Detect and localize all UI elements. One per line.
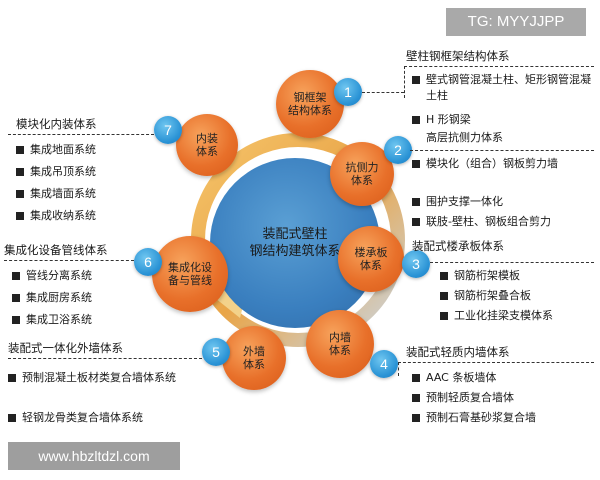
group-1-item-3: 高层抗侧力体系 [426, 131, 503, 144]
node-5-label: 外墙 体系 [243, 345, 265, 371]
node-2-label: 抗侧力 体系 [345, 161, 379, 187]
group-5-item-1: 预制混凝土板材类复合墙体系统 [8, 370, 198, 386]
node-3-number: 3 [402, 250, 430, 278]
node-6-circle: 集成化设 备与管线 [152, 236, 228, 312]
group-4-connector [398, 362, 399, 376]
group-6-item-3: 集成卫浴系统 [12, 312, 152, 328]
group-4-divider [398, 362, 594, 363]
group-1-divider [404, 66, 594, 67]
node-4-label: 内墙 体系 [329, 331, 351, 357]
group-1-item-2: H 形钢梁 [412, 112, 594, 128]
node-7-circle: 内装 体系 [176, 114, 238, 176]
group-5-item-2: 轻钢龙骨类复合墙体系统 [8, 410, 198, 426]
group-2-divider [410, 150, 594, 151]
group-2-item-1: 模块化（组合）钢板剪力墙 [412, 156, 594, 172]
group-1-title: 壁柱钢框架结构体系 [406, 49, 510, 63]
node-4-circle: 内墙 体系 [306, 310, 374, 378]
group-2-item-3: 联肢-壁柱、钢板组合剪力 [412, 214, 594, 230]
node-1-label: 钢框架 结构体系 [288, 91, 332, 117]
node-7-number: 7 [154, 116, 182, 144]
group-6-title: 集成化设备管线体系 [4, 243, 108, 257]
group-6-item-2: 集成厨房系统 [12, 290, 152, 306]
group-1-link [362, 92, 404, 93]
node-4-number: 4 [370, 350, 398, 378]
node-2-circle: 抗侧力 体系 [330, 142, 394, 206]
group-7-title: 模块化内装体系 [16, 117, 97, 131]
group-3-item-3: 工业化挂梁支模体系 [440, 308, 594, 324]
group-7-divider [8, 134, 154, 135]
group-1-item-1: 壁式钢管混凝土柱、矩形钢管混凝土柱 [412, 72, 594, 104]
group-4-item-1: AAC 条板墙体 [412, 370, 594, 386]
group-5-divider [8, 358, 202, 359]
node-2-number: 2 [384, 136, 412, 164]
group-4-title: 装配式轻质内墙体系 [406, 345, 510, 359]
group-7-item-3: 集成墙面系统 [16, 186, 156, 202]
group-3-title: 装配式楼承板体系 [412, 239, 504, 253]
node-6-label: 集成化设 备与管线 [168, 261, 212, 287]
node-5-number: 5 [202, 338, 230, 366]
node-3-circle: 楼承板 体系 [338, 226, 404, 292]
node-7-label: 内装 体系 [196, 132, 218, 158]
group-3-item-2: 钢筋桁架叠合板 [440, 288, 594, 304]
channel-badge: TG: MYYJJPP [446, 8, 586, 36]
node-3-label: 楼承板 体系 [354, 246, 388, 272]
group-3-divider [430, 262, 594, 263]
node-1-number: 1 [334, 78, 362, 106]
group-4-item-2: 预制轻质复合墙体 [412, 390, 594, 406]
node-6-number: 6 [134, 248, 162, 276]
group-3-item-1: 钢筋桁架模板 [440, 268, 594, 284]
watermark: www.hbzltdzl.com [8, 442, 180, 470]
group-1-connector [404, 66, 405, 98]
group-7-item-1: 集成地面系统 [16, 142, 156, 158]
group-6-divider [4, 260, 134, 261]
node-1-circle: 钢框架 结构体系 [276, 70, 344, 138]
group-4-item-3: 预制石膏基砂浆复合墙 [412, 410, 594, 426]
center-hub-label: 装配式壁柱 钢结构建筑体系 [249, 227, 341, 259]
group-7-item-4: 集成收纳系统 [16, 208, 156, 224]
group-6-item-1: 管线分离系统 [12, 268, 152, 284]
node-5-circle: 外墙 体系 [222, 326, 286, 390]
group-7-item-2: 集成吊顶系统 [16, 164, 156, 180]
group-2-item-2: 围护支撑一体化 [412, 194, 594, 210]
group-5-title: 装配式一体化外墙体系 [8, 341, 123, 355]
